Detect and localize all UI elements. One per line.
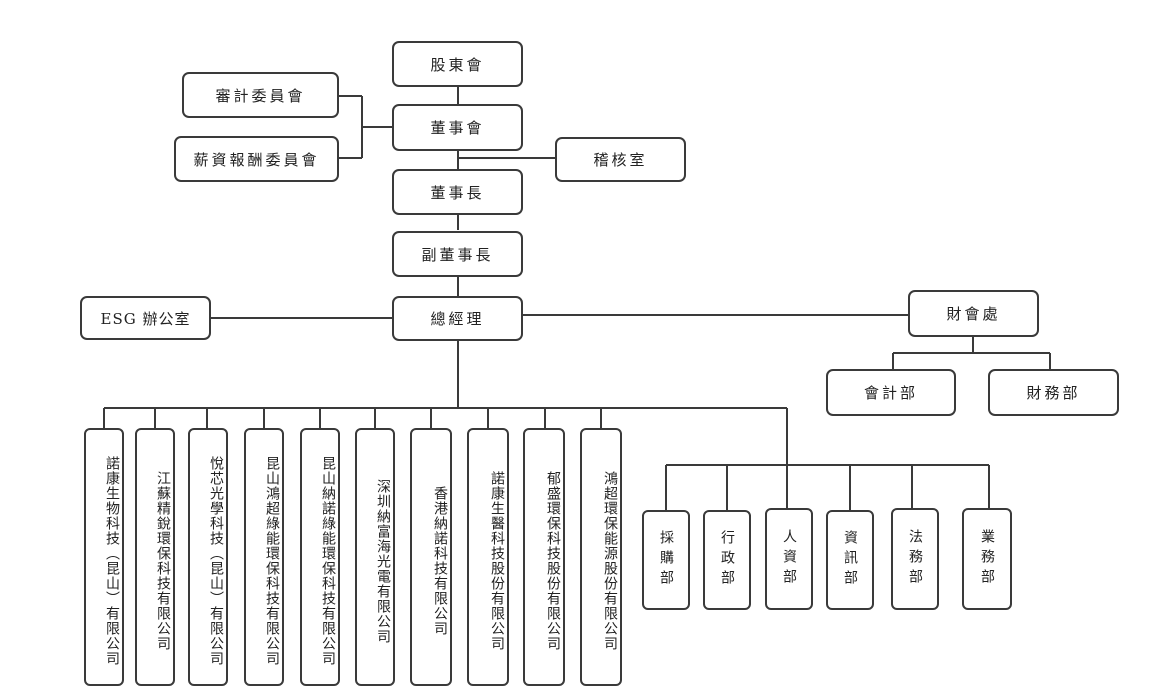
subsidiary-box: 諾康生物科技（昆山）有限公司: [84, 428, 124, 686]
subsidiary-box: 香港納諾科技有限公司: [410, 428, 452, 686]
accounting-dept-box: 會計部: [826, 369, 956, 416]
audit-committee-box: 審計委員會: [182, 72, 339, 118]
shareholders-box: 股東會: [392, 41, 523, 87]
department-box: 人資部: [765, 508, 813, 610]
department-box: 採購部: [642, 510, 690, 610]
treasury-dept-box: 財務部: [988, 369, 1119, 416]
subsidiary-box: 昆山鴻超綠能環保科技有限公司: [244, 428, 284, 686]
internal-audit-box: 稽核室: [555, 137, 686, 182]
department-box: 資訊部: [826, 510, 874, 610]
subsidiary-box: 江蘇精銳環保科技有限公司: [135, 428, 175, 686]
subsidiary-box: 悅芯光學科技（昆山）有限公司: [188, 428, 228, 686]
department-box: 行政部: [703, 510, 751, 610]
subsidiary-box: 深圳納富海光電有限公司: [355, 428, 395, 686]
chairman-box: 董事長: [392, 169, 523, 215]
vice-chairman-box: 副董事長: [392, 231, 523, 277]
subsidiary-box: 昆山納諾綠能環保科技有限公司: [300, 428, 340, 686]
general-manager-box: 總經理: [392, 296, 523, 341]
board-box: 董事會: [392, 104, 523, 151]
subsidiary-box: 郁盛環保科技股份有限公司: [523, 428, 565, 686]
esg-office-box: ESG 辦公室: [80, 296, 211, 340]
subsidiary-box: 諾康生醫科技股份有限公司: [467, 428, 509, 686]
compensation-committee-box: 薪資報酬委員會: [174, 136, 339, 182]
department-box: 法務部: [891, 508, 939, 610]
subsidiary-box: 鴻超環保能源股份有限公司: [580, 428, 622, 686]
finance-division-box: 財會處: [908, 290, 1039, 337]
department-box: 業務部: [962, 508, 1012, 610]
